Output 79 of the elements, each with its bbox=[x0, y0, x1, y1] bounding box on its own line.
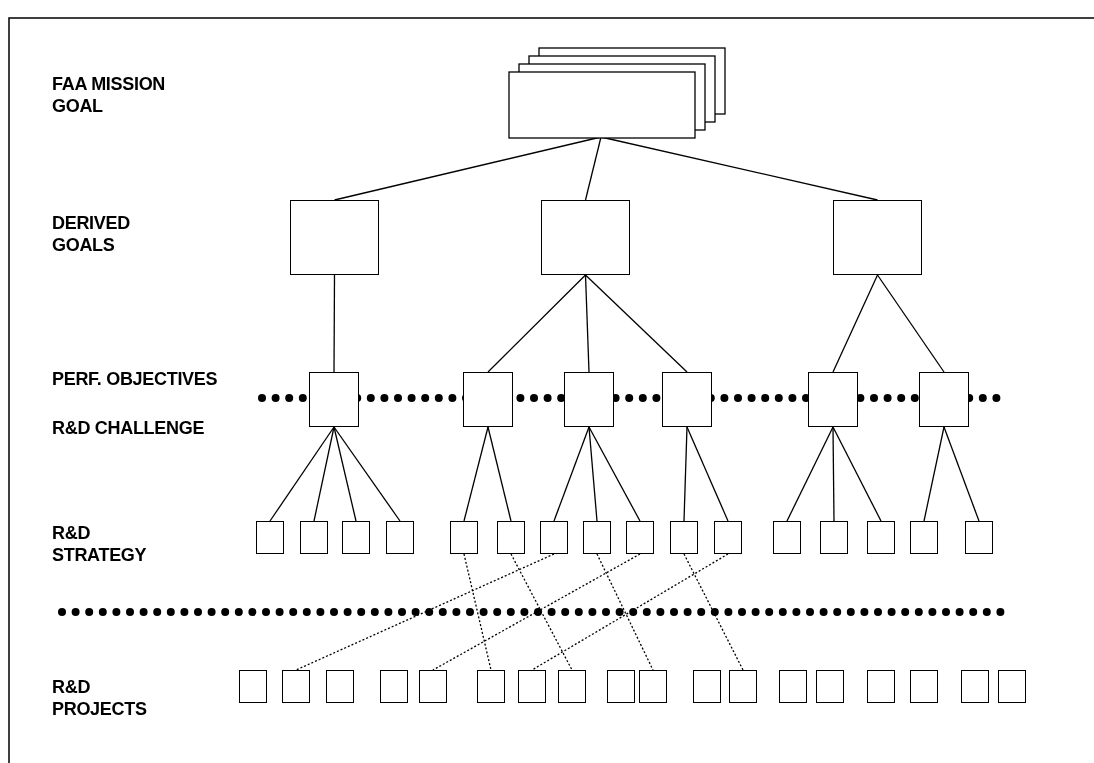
empty-box bbox=[541, 200, 630, 275]
connector-line bbox=[584, 274, 590, 373]
empty-box bbox=[639, 670, 667, 703]
connector-line bbox=[588, 426, 598, 522]
connector-line bbox=[269, 426, 335, 522]
empty-box bbox=[714, 521, 742, 554]
empty-box bbox=[833, 200, 922, 275]
connector-line bbox=[943, 426, 980, 522]
connector-line bbox=[463, 426, 489, 522]
empty-box bbox=[919, 372, 969, 427]
empty-box bbox=[965, 521, 993, 554]
level-label: R&D CHALLENGE bbox=[52, 417, 206, 439]
level-label: R&D PROJECTS bbox=[52, 676, 148, 720]
connector-line bbox=[584, 274, 688, 373]
empty-box bbox=[626, 521, 654, 554]
connector-line bbox=[487, 274, 587, 373]
empty-box bbox=[961, 670, 989, 703]
empty-box bbox=[386, 521, 414, 554]
connector-line bbox=[333, 274, 336, 373]
empty-box bbox=[256, 521, 284, 554]
empty-box bbox=[564, 372, 614, 427]
empty-box bbox=[540, 521, 568, 554]
empty-box bbox=[779, 670, 807, 703]
connector-line bbox=[832, 426, 835, 522]
empty-box bbox=[910, 670, 938, 703]
empty-box bbox=[773, 521, 801, 554]
empty-box bbox=[497, 521, 525, 554]
empty-box bbox=[463, 372, 513, 427]
dotted-line bbox=[531, 553, 729, 671]
level-label: PERF. OBJECTIVES bbox=[52, 368, 219, 390]
connector-line bbox=[313, 426, 335, 522]
dotted-line bbox=[683, 553, 744, 671]
dotted-line bbox=[510, 553, 573, 671]
dotted-line bbox=[432, 553, 641, 671]
empty-box bbox=[290, 200, 379, 275]
connector-line bbox=[333, 426, 401, 522]
connector-line bbox=[923, 426, 945, 522]
connector-line bbox=[832, 274, 879, 373]
empty-box bbox=[282, 670, 310, 703]
level-label: FAA MISSION GOAL bbox=[52, 73, 167, 117]
empty-box bbox=[300, 521, 328, 554]
empty-box bbox=[518, 670, 546, 703]
empty-box bbox=[998, 670, 1026, 703]
empty-box bbox=[239, 670, 267, 703]
empty-box bbox=[662, 372, 712, 427]
connector-line bbox=[333, 426, 357, 522]
connector-line bbox=[686, 426, 729, 522]
level-label: DERIVED GOALS bbox=[52, 212, 131, 256]
empty-box bbox=[729, 670, 757, 703]
empty-box bbox=[867, 521, 895, 554]
empty-box bbox=[380, 670, 408, 703]
empty-box bbox=[670, 521, 698, 554]
connector-line bbox=[588, 426, 641, 522]
empty-box bbox=[867, 670, 895, 703]
empty-box bbox=[309, 372, 359, 427]
connector-line bbox=[786, 426, 834, 522]
dotted-line bbox=[596, 553, 654, 671]
empty-box bbox=[326, 670, 354, 703]
empty-box bbox=[419, 670, 447, 703]
empty-box bbox=[910, 521, 938, 554]
connector-line bbox=[876, 274, 945, 373]
connector-line bbox=[487, 426, 512, 522]
connector-line bbox=[683, 426, 688, 522]
empty-box bbox=[808, 372, 858, 427]
empty-box bbox=[477, 670, 505, 703]
dotted-line bbox=[295, 553, 555, 671]
empty-box bbox=[450, 521, 478, 554]
connector-line bbox=[832, 426, 882, 522]
level-label: R&D STRATEGY bbox=[52, 522, 148, 566]
empty-box bbox=[816, 670, 844, 703]
empty-box bbox=[607, 670, 635, 703]
stacked-boxes bbox=[508, 47, 726, 139]
empty-box bbox=[342, 521, 370, 554]
empty-box bbox=[820, 521, 848, 554]
dotted-line bbox=[463, 553, 492, 671]
empty-box bbox=[693, 670, 721, 703]
empty-box bbox=[583, 521, 611, 554]
empty-box bbox=[558, 670, 586, 703]
connector-line bbox=[553, 426, 590, 522]
